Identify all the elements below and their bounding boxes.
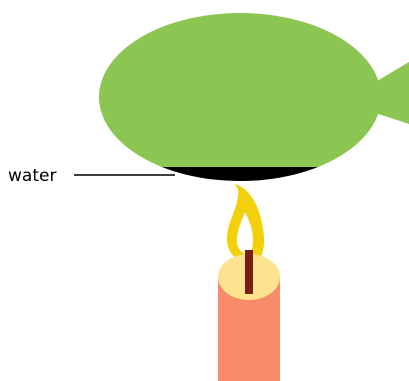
water-label: water [8, 166, 56, 186]
water-layer [99, 167, 381, 187]
balloon [99, 13, 381, 181]
wick [245, 250, 253, 294]
